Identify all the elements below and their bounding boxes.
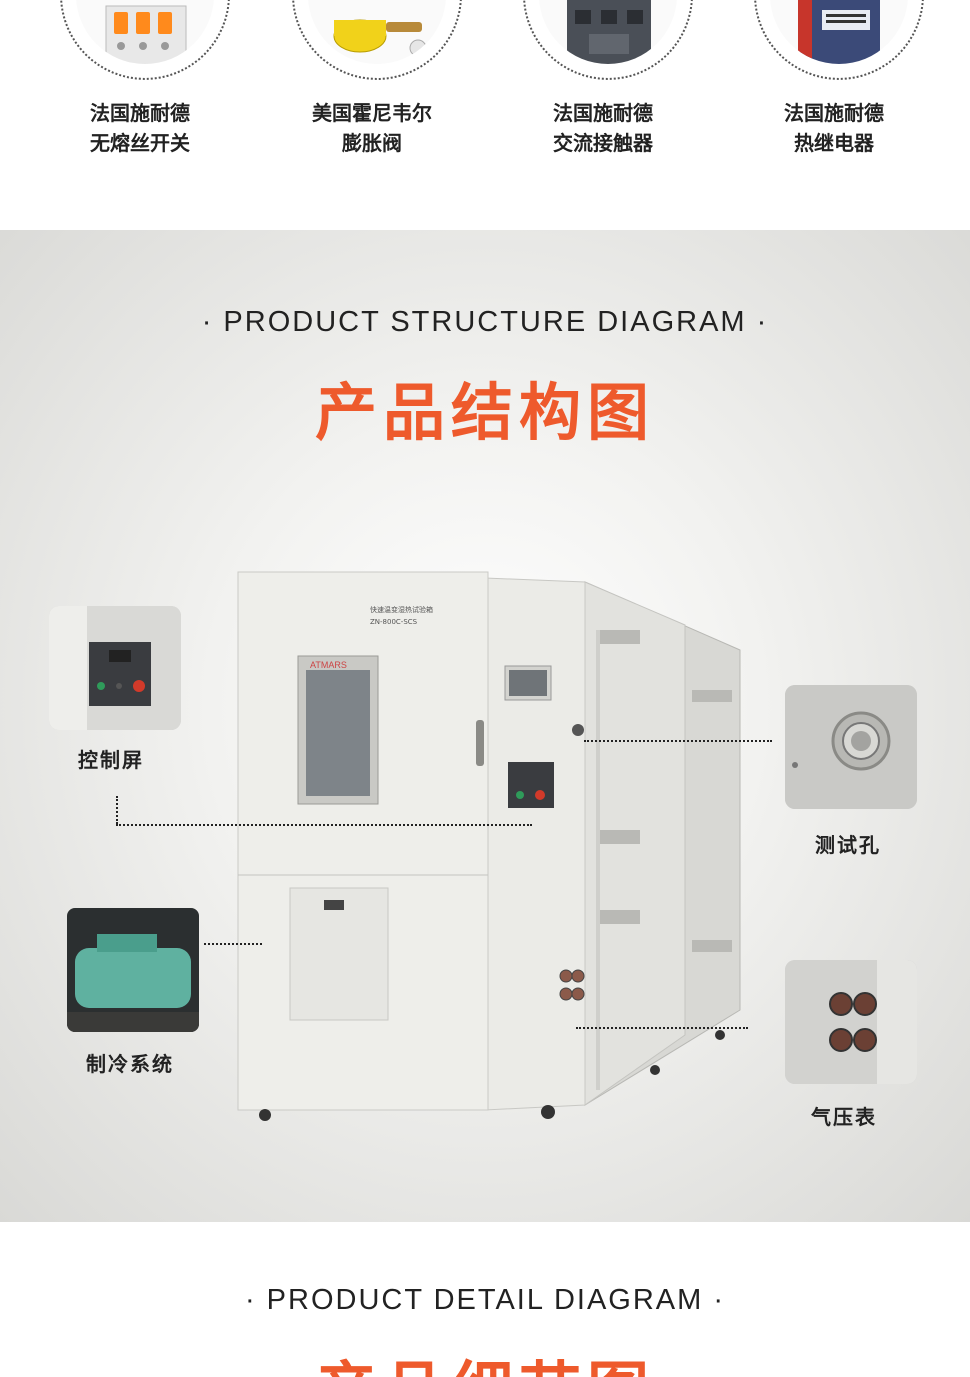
- test-hole-thumbnail: [785, 685, 917, 809]
- component-label: 法国施耐德 无熔丝开关: [20, 98, 260, 158]
- component-label-line2: 热继电器: [794, 131, 874, 155]
- callout-test-hole: 测试孔: [815, 833, 881, 857]
- detail-title-cn: 产品细节图: [0, 1340, 970, 1377]
- thermal-relay-icon: [798, 0, 880, 64]
- component-image-frame: [523, 0, 693, 80]
- component-label-line1: 法国施耐德: [90, 101, 190, 125]
- component-label-line2: 无熔丝开关: [90, 131, 190, 155]
- machine-label-line2: ZN-800C-SCS: [370, 618, 418, 626]
- brand-logo: ATMARS: [310, 660, 347, 670]
- component-label: 法国施耐德 热继电器: [714, 98, 954, 158]
- component-image-frame: [60, 0, 230, 80]
- component-contactor: 法国施耐德 交流接触器: [483, 0, 693, 230]
- detail-section: · PRODUCT DETAIL DIAGRAM · 产品细节图: [0, 1222, 970, 1377]
- leader-control-v: [116, 796, 118, 824]
- structure-title-en: · PRODUCT STRUCTURE DIAGRAM ·: [201, 306, 769, 338]
- leader-control-h: [116, 824, 532, 826]
- component-image-frame: [292, 0, 462, 80]
- component-label: 美国霍尼韦尔 膨胀阀: [252, 98, 492, 158]
- circuit-breaker-icon: [105, 5, 187, 64]
- component-label-line1: 法国施耐德: [784, 101, 884, 125]
- callout-pressure-gauge: 气压表: [811, 1105, 877, 1129]
- control-screen-thumbnail: [49, 606, 181, 730]
- component-label-line1: 美国霍尼韦尔: [312, 101, 432, 125]
- test-port-icon: [785, 685, 917, 809]
- leader-test-hole: [584, 740, 772, 742]
- components-row: 法国施耐德 无熔丝开关 美国霍尼韦尔 膨胀阀: [0, 0, 970, 230]
- leader-pressure-gauge: [576, 1027, 748, 1029]
- component-image-frame: [754, 0, 924, 80]
- callout-refrigeration: 制冷系统: [86, 1052, 174, 1076]
- control-panel-icon: [49, 606, 181, 730]
- component-relay: 法国施耐德 热继电器: [714, 0, 924, 230]
- structure-section: · PRODUCT STRUCTURE DIAGRAM · 产品结构图 ATMA…: [0, 230, 970, 1222]
- component-label: 法国施耐德 交流接触器: [483, 98, 723, 158]
- component-breaker: 法国施耐德 无熔丝开关: [20, 0, 230, 230]
- detail-title-en: · PRODUCT DETAIL DIAGRAM ·: [244, 1284, 726, 1316]
- component-label-line1: 法国施耐德: [553, 101, 653, 125]
- expansion-valve-icon: [333, 19, 427, 57]
- structure-title-cn: 产品结构图: [314, 376, 655, 449]
- test-chamber-illustration: ATMARS 快速温变湿热试验箱 ZN-800C-SCS: [237, 571, 741, 1121]
- machine-label-line1: 快速温变湿热试验箱: [370, 605, 433, 614]
- pressure-gauge-icon: [785, 960, 917, 1084]
- component-valve: 美国霍尼韦尔 膨胀阀: [252, 0, 462, 230]
- component-label-line2: 膨胀阀: [342, 131, 402, 155]
- leader-refrigeration: [204, 943, 262, 945]
- contactor-icon: [567, 0, 651, 64]
- compressor-icon: [67, 908, 199, 1032]
- refrigeration-thumbnail: [67, 908, 199, 1032]
- pressure-gauge-thumbnail: [785, 960, 917, 1084]
- callout-control-screen: 控制屏: [78, 748, 144, 772]
- component-label-line2: 交流接触器: [553, 131, 653, 155]
